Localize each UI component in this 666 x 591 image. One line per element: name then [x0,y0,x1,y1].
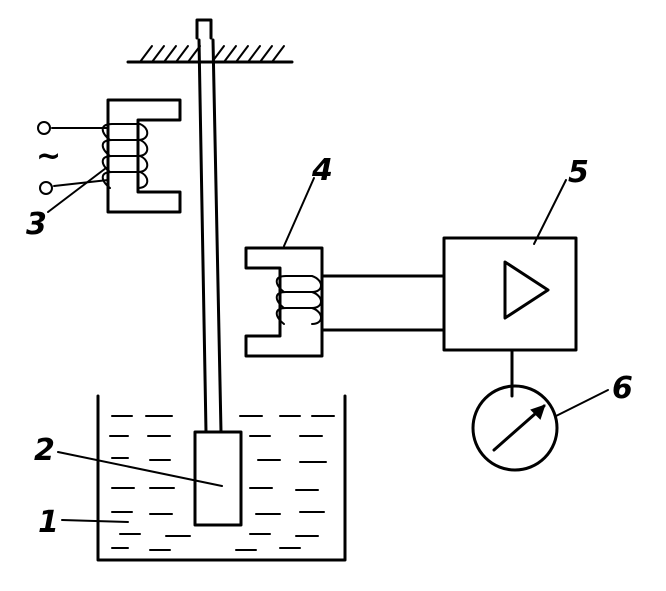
float-body [193,430,243,527]
leader-4 [283,177,315,247]
fixed-support [126,18,294,64]
leader-3 [47,167,107,213]
label-5: 5 [568,155,589,190]
ac-symbol: ~ [36,139,61,174]
signal-wires [320,274,446,332]
leader-5 [533,179,567,245]
terminal-top [37,121,51,135]
label-6: 6 [612,371,633,406]
leader-2 [57,451,223,487]
amplifier-triangle-icon [503,260,550,320]
label-4: 4 [311,153,333,188]
label-1: 1 [38,505,59,540]
pickup-coil [275,275,322,325]
clamp-top [195,18,213,40]
gauge-arrow-icon [530,404,546,420]
terminal-bottom [39,181,53,195]
leader-lines [47,167,609,523]
label-3: 3 [26,207,47,242]
lead-bottom [53,179,109,187]
leader-1 [61,519,129,523]
indicator-gauge [471,384,559,472]
label-2: 2 [34,433,55,468]
sensing-rod [197,38,223,434]
pickup-magnet [244,246,324,358]
amplifier [442,236,578,352]
excitation-magnet [37,98,182,214]
vessel [96,394,347,562]
liquid-surface-marks [109,415,335,551]
leader-6 [555,389,609,417]
